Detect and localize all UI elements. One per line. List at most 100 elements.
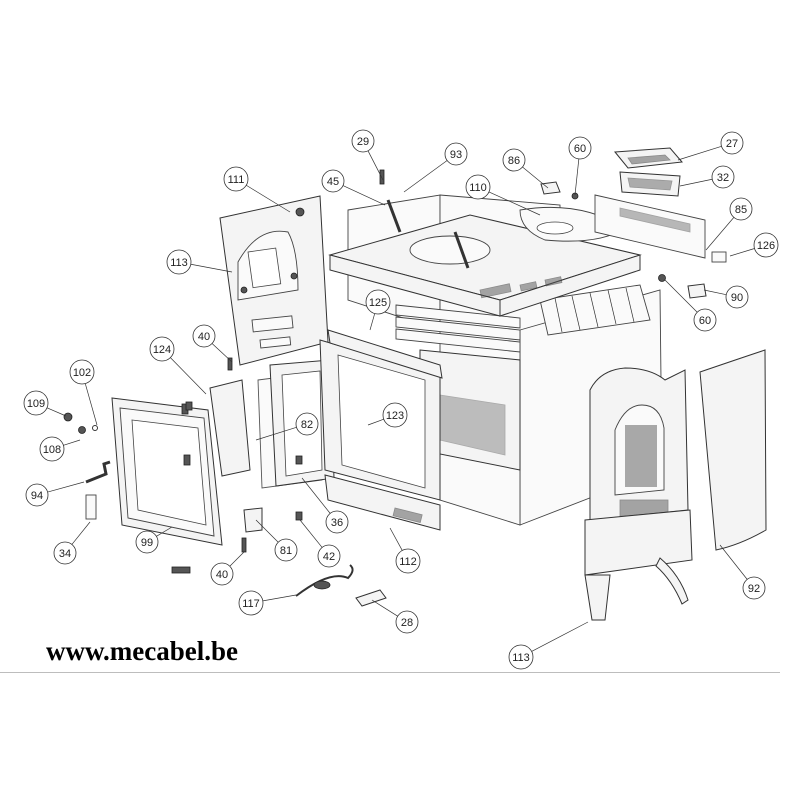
callout-leader-line: [63, 439, 81, 446]
callout-leader-line: [156, 526, 173, 537]
callout-circle: [53, 541, 77, 565]
callout-circle: [69, 359, 95, 385]
callout-label: 112: [399, 556, 417, 568]
small-hardware-parts: [63, 357, 387, 607]
callout-circle: [729, 197, 753, 221]
callout-circle: [149, 336, 175, 362]
callout-circle: [351, 129, 375, 153]
callout-label: 28: [401, 617, 413, 629]
callout-leader-line: [246, 184, 291, 213]
callout-leader-line: [574, 158, 580, 196]
baffle-plates: [395, 304, 521, 353]
callout-102: 102: [69, 359, 98, 426]
callout-124: 124: [149, 336, 207, 395]
callout-circle: [382, 402, 408, 428]
callout-circle: [711, 165, 735, 189]
callout-leader-line: [522, 166, 549, 189]
callout-label: 102: [73, 367, 91, 379]
callout-125: 125: [365, 289, 391, 331]
callout-circle: [321, 169, 345, 193]
callout-113: 113: [166, 249, 233, 275]
callout-label: 85: [735, 204, 747, 216]
callout-circle: [317, 544, 341, 568]
callout-leader-line: [729, 248, 755, 257]
callout-label: 45: [327, 176, 339, 188]
callout-label: 94: [31, 490, 43, 502]
callout-circle: [444, 142, 468, 166]
top-right-parts: [379, 147, 727, 299]
callout-leader-line: [71, 521, 91, 545]
callout-112: 112: [389, 527, 421, 574]
callout-circle: [25, 483, 49, 507]
callout-label: 27: [726, 138, 738, 150]
callout-leader-line: [229, 551, 245, 567]
callout-123: 123: [367, 402, 408, 428]
callout-leader-line: [367, 418, 384, 426]
callout-leader-line: [84, 383, 98, 426]
callout-circle: [693, 308, 717, 332]
callout-leader-line: [679, 178, 713, 187]
callout-60: 60: [664, 279, 717, 332]
callout-108: 108: [39, 436, 81, 462]
callout-label: 126: [757, 240, 775, 252]
callout-leader-line: [677, 145, 722, 161]
callout-45: 45: [321, 169, 386, 206]
callout-109: 109: [23, 390, 67, 417]
left-side-panel: [219, 195, 329, 366]
callout-leader-line: [369, 313, 376, 331]
right-side-panel: [699, 349, 767, 551]
callout-circle: [502, 148, 526, 172]
callout-label: 111: [228, 174, 245, 186]
callout-circle: [39, 436, 65, 462]
callout-82: 82: [255, 412, 319, 441]
callout-circle: [210, 562, 234, 586]
callout-leader-line: [705, 217, 735, 251]
callout-label: 90: [731, 292, 743, 304]
callout-circle: [725, 285, 749, 309]
callout-leader-line: [531, 621, 589, 652]
callout-117: 117: [238, 590, 297, 616]
callout-leader-line: [211, 343, 233, 363]
callout-29: 29: [351, 129, 384, 181]
callout-circle: [395, 610, 419, 634]
callout-34: 34: [53, 521, 91, 565]
callout-circle: [274, 538, 298, 562]
website-url[interactable]: www.mecabel.be: [46, 636, 238, 666]
callout-110: 110: [465, 174, 541, 216]
callout-leader-line: [389, 527, 403, 551]
callout-circle: [295, 412, 319, 436]
heat-exchanger-grid: [539, 284, 651, 336]
callout-label: 92: [748, 583, 760, 595]
callout-label: 113: [170, 257, 188, 269]
callout-113: 113: [508, 621, 589, 670]
callout-label: 117: [242, 598, 260, 610]
callout-28: 28: [371, 599, 419, 634]
callout-label: 123: [386, 410, 404, 422]
callout-label: 32: [717, 172, 729, 184]
callout-42: 42: [299, 519, 341, 568]
callout-99: 99: [135, 526, 173, 554]
callout-circle: [23, 390, 49, 416]
callout-92: 92: [719, 544, 766, 600]
callout-111: 111: [223, 166, 291, 213]
callout-label: 110: [469, 182, 487, 194]
callout-circle: [742, 576, 766, 600]
callout-36: 36: [301, 477, 349, 534]
callout-label: 40: [198, 331, 210, 343]
callout-leader-line: [47, 481, 85, 493]
callout-label: 124: [153, 344, 171, 356]
callout-leader-line: [403, 160, 448, 193]
callout-leader-line: [342, 185, 386, 206]
callout-leader-line: [170, 357, 207, 395]
callout-circle: [753, 232, 779, 258]
callout-leader-line: [664, 279, 698, 313]
callout-leader-line: [301, 477, 331, 514]
callout-label: 109: [27, 398, 45, 410]
callout-circle: [720, 131, 744, 155]
callout-label: 60: [574, 143, 586, 155]
callout-40: 40: [210, 551, 245, 586]
door-frames: [209, 329, 443, 531]
